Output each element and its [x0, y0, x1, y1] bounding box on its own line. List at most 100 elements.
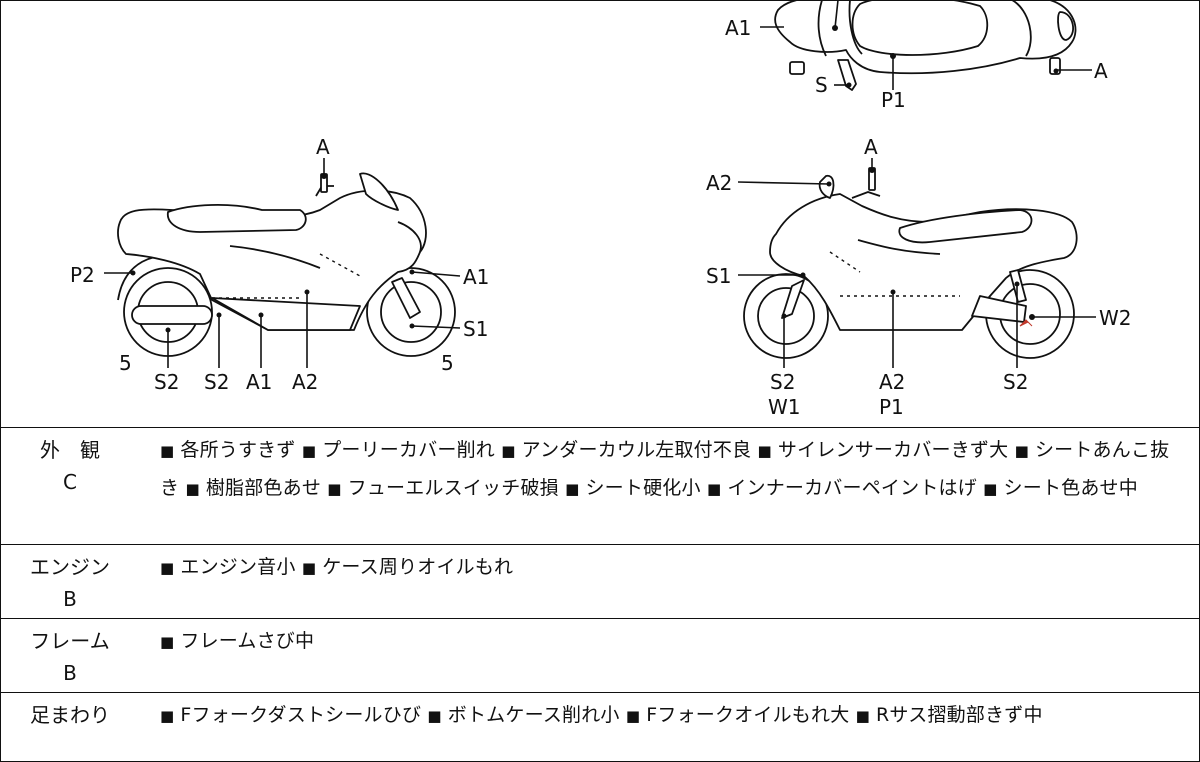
left-label-a2: A2 — [292, 370, 318, 394]
items-cell: ■ エンジン音小 ■ ケース周りオイルもれ — [140, 544, 1200, 619]
defect-item: ■ ボトムケース削れ小 — [427, 704, 619, 726]
defect-item: ■シートあんこ抜き — [160, 439, 1169, 499]
bullet-square-icon: ■ — [185, 480, 200, 498]
bullet-square-icon: ■ — [160, 559, 175, 577]
right-side-view-scooter: A A2 S1 W2 S2 W1 A2 P1 S2 — [706, 135, 1132, 419]
defect-item: ■ インナーカバーペイントはげ — [707, 477, 977, 499]
items-cell: ■フレームさび中 — [140, 618, 1200, 693]
top-label-a1: A1 — [725, 16, 751, 40]
bullet-square-icon: ■ — [983, 480, 998, 498]
category-cell: エンジン B — [0, 544, 140, 619]
bullet-square-icon: ■ — [327, 480, 342, 498]
category-cell: 足まわり — [0, 692, 140, 735]
defect-list: ■フレームさび中 — [160, 623, 1182, 661]
bullet-square-icon: ■ — [565, 480, 580, 498]
left-label-a1-front: A1 — [463, 265, 489, 289]
left-side-view-scooter: A P2 A1 S1 5 5 S2 S2 A1 A2 — [70, 135, 489, 394]
bullet-square-icon: ■ — [706, 480, 722, 498]
bullet-square-icon: ■ — [427, 707, 442, 725]
defect-item: ■ 樹脂部色あせ — [185, 477, 321, 499]
defect-list: ■ 各所うすきず ■プーリーカバー削れ ■ アンダーカウル左取付不良 ■ サイレンサー… — [160, 432, 1182, 508]
bullet-square-icon: ■ — [301, 559, 317, 577]
defect-item: ■ シート色あせ中 — [983, 477, 1138, 499]
defect-text: インナーカバーペイントはげ — [727, 477, 977, 499]
right-label-a2-top: A2 — [706, 171, 732, 195]
defect-item: ■ 各所うすきず — [160, 439, 296, 461]
defect-text: 樹脂部色あせ — [205, 477, 322, 499]
defect-text: シート色あせ中 — [1003, 477, 1138, 499]
category-grade: B — [63, 661, 77, 685]
top-label-s: S — [815, 73, 828, 97]
defect-text: サイレンサーカバーきず大 — [777, 439, 1009, 461]
bullet-square-icon: ■ — [1014, 442, 1029, 460]
scooter-diagram-svg: A1 S P1 A — [70, 0, 1132, 419]
right-label-w2: W2 — [1099, 306, 1132, 330]
bullet-square-icon: ■ — [757, 442, 772, 460]
condition-row-exterior: 外 観 C ■ 各所うすきず ■プーリーカバー削れ ■ アンダーカウル左取付不良 ■… — [0, 427, 1200, 545]
category-name: エンジン — [30, 555, 110, 579]
right-label-w1: W1 — [768, 395, 801, 419]
category-name: フレーム — [30, 629, 110, 653]
defect-text: Fフォークダストシールひび — [180, 704, 422, 726]
defect-text: Fフォークオイルもれ大 — [646, 704, 850, 726]
defect-item: ■ ケース周りオイルもれ — [302, 556, 513, 578]
condition-row-engine: エンジン B ■ エンジン音小 ■ ケース周りオイルもれ — [0, 544, 1200, 619]
left-label-p2: P2 — [70, 263, 95, 287]
defect-text: シート硬化小 — [585, 477, 701, 499]
bullet-square-icon: ■ — [501, 442, 516, 460]
top-view-scooter: A1 S P1 A — [725, 0, 1108, 112]
category-name: 外 観 — [40, 438, 100, 462]
defect-text: フレームさび中 — [180, 630, 315, 652]
right-label-a: A — [864, 135, 878, 159]
bullet-square-icon: ■ — [625, 707, 641, 725]
defect-item: ■プーリーカバー削れ — [302, 439, 495, 461]
condition-row-suspension: 足まわり ■ Fフォークダストシールひび ■ ボトムケース削れ小 ■ Fフォークオイル… — [0, 692, 1200, 735]
left-label-s1: S1 — [463, 317, 488, 341]
vehicle-damage-diagram: A1 S P1 A — [70, 0, 1132, 419]
left-label-s2-step: S2 — [204, 370, 229, 394]
category-grade: B — [63, 587, 77, 611]
left-label-five-front: 5 — [441, 351, 454, 375]
category-cell: フレーム B — [0, 618, 140, 693]
condition-row-frame: フレーム B ■フレームさび中 — [0, 618, 1200, 693]
left-label-s2-wheel: S2 — [154, 370, 179, 394]
right-label-p1: P1 — [879, 395, 904, 419]
defect-list: ■ Fフォークダストシールひび ■ ボトムケース削れ小 ■ Fフォークオイルもれ大 ■… — [160, 697, 1182, 735]
defect-item: ■ サイレンサーカバーきず大 — [758, 439, 1009, 461]
defect-text: ボトムケース削れ小 — [447, 704, 620, 726]
defect-text: シートあんこ抜き — [160, 439, 1170, 499]
defect-item: ■ シート硬化小 — [565, 477, 701, 499]
category-grade: C — [63, 470, 77, 494]
right-label-s2-front: S2 — [770, 370, 795, 394]
defect-item: ■ アンダーカウル左取付不良 — [501, 439, 751, 461]
top-label-p1: P1 — [881, 88, 906, 112]
defect-text: アンダーカウル左取付不良 — [521, 439, 752, 461]
items-cell: ■ Fフォークダストシールひび ■ ボトムケース削れ小 ■ Fフォークオイルもれ大 ■… — [140, 692, 1200, 735]
defect-text: Rサス摺動部きず中 — [876, 704, 1043, 726]
right-label-s2-rear: S2 — [1003, 370, 1028, 394]
defect-item: ■ Fフォークオイルもれ大 — [626, 704, 850, 726]
bullet-square-icon: ■ — [160, 707, 175, 725]
left-label-a: A — [316, 135, 330, 159]
defect-item: ■ フューエルスイッチ破損 — [327, 477, 559, 499]
right-label-a2-bottom: A2 — [879, 370, 905, 394]
defect-item: ■Rサス摺動部きず中 — [856, 704, 1043, 726]
category-cell: 外 観 C — [0, 427, 140, 545]
bullet-square-icon: ■ — [160, 442, 175, 460]
defect-text: フューエルスイッチ破損 — [347, 477, 559, 499]
left-label-five-rear: 5 — [119, 351, 132, 375]
defect-item: ■ Fフォークダストシールひび — [160, 704, 421, 726]
defect-item: ■フレームさび中 — [160, 630, 314, 652]
defect-item: ■ エンジン音小 — [160, 556, 296, 578]
defect-text: ケース周りオイルもれ — [322, 556, 514, 578]
category-name: 足まわり — [30, 703, 110, 727]
defect-list: ■ エンジン音小 ■ ケース周りオイルもれ — [160, 549, 1182, 587]
condition-table: 外 観 C ■ 各所うすきず ■プーリーカバー削れ ■ アンダーカウル左取付不良 ■… — [0, 427, 1200, 735]
right-label-s1: S1 — [706, 264, 731, 288]
bullet-square-icon: ■ — [301, 442, 317, 460]
defect-text: エンジン音小 — [180, 556, 296, 578]
left-label-a1-floor: A1 — [246, 370, 272, 394]
items-cell: ■ 各所うすきず ■プーリーカバー削れ ■ アンダーカウル左取付不良 ■ サイレンサー… — [140, 427, 1200, 545]
defect-text: 各所うすきず — [180, 439, 296, 461]
